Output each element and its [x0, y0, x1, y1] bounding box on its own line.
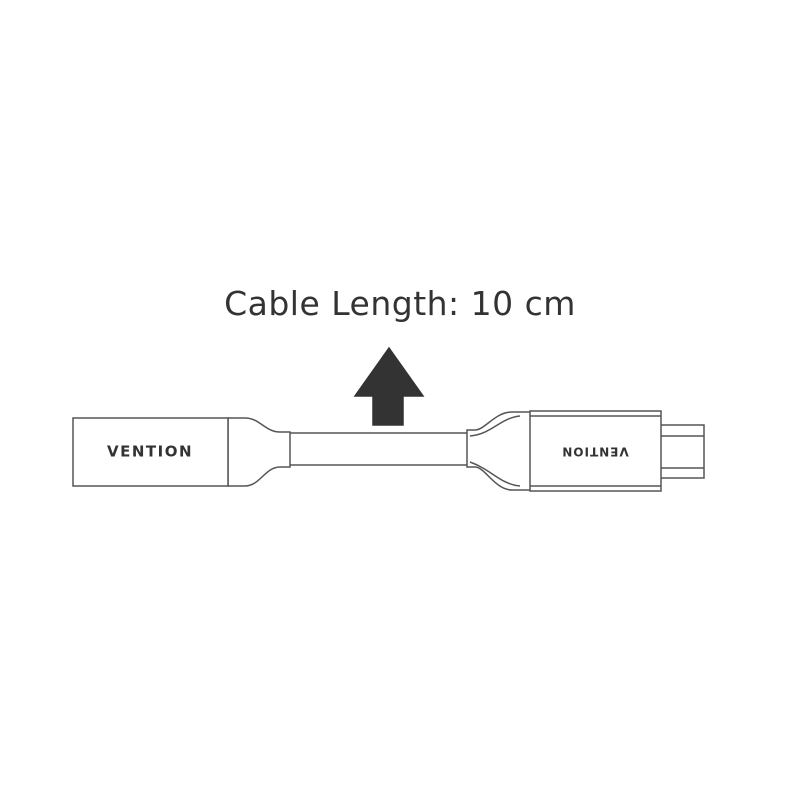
cable-length-caption: Cable Length: 10 cm	[224, 284, 576, 323]
up-arrow-icon	[353, 346, 425, 426]
left-brand-label: VENTION	[107, 443, 193, 461]
usb-c-connector: VENTION	[466, 410, 705, 492]
audio-jack-connector: VENTION	[72, 417, 291, 487]
right-brand-label: VENTION	[561, 445, 628, 459]
cable	[287, 432, 471, 466]
